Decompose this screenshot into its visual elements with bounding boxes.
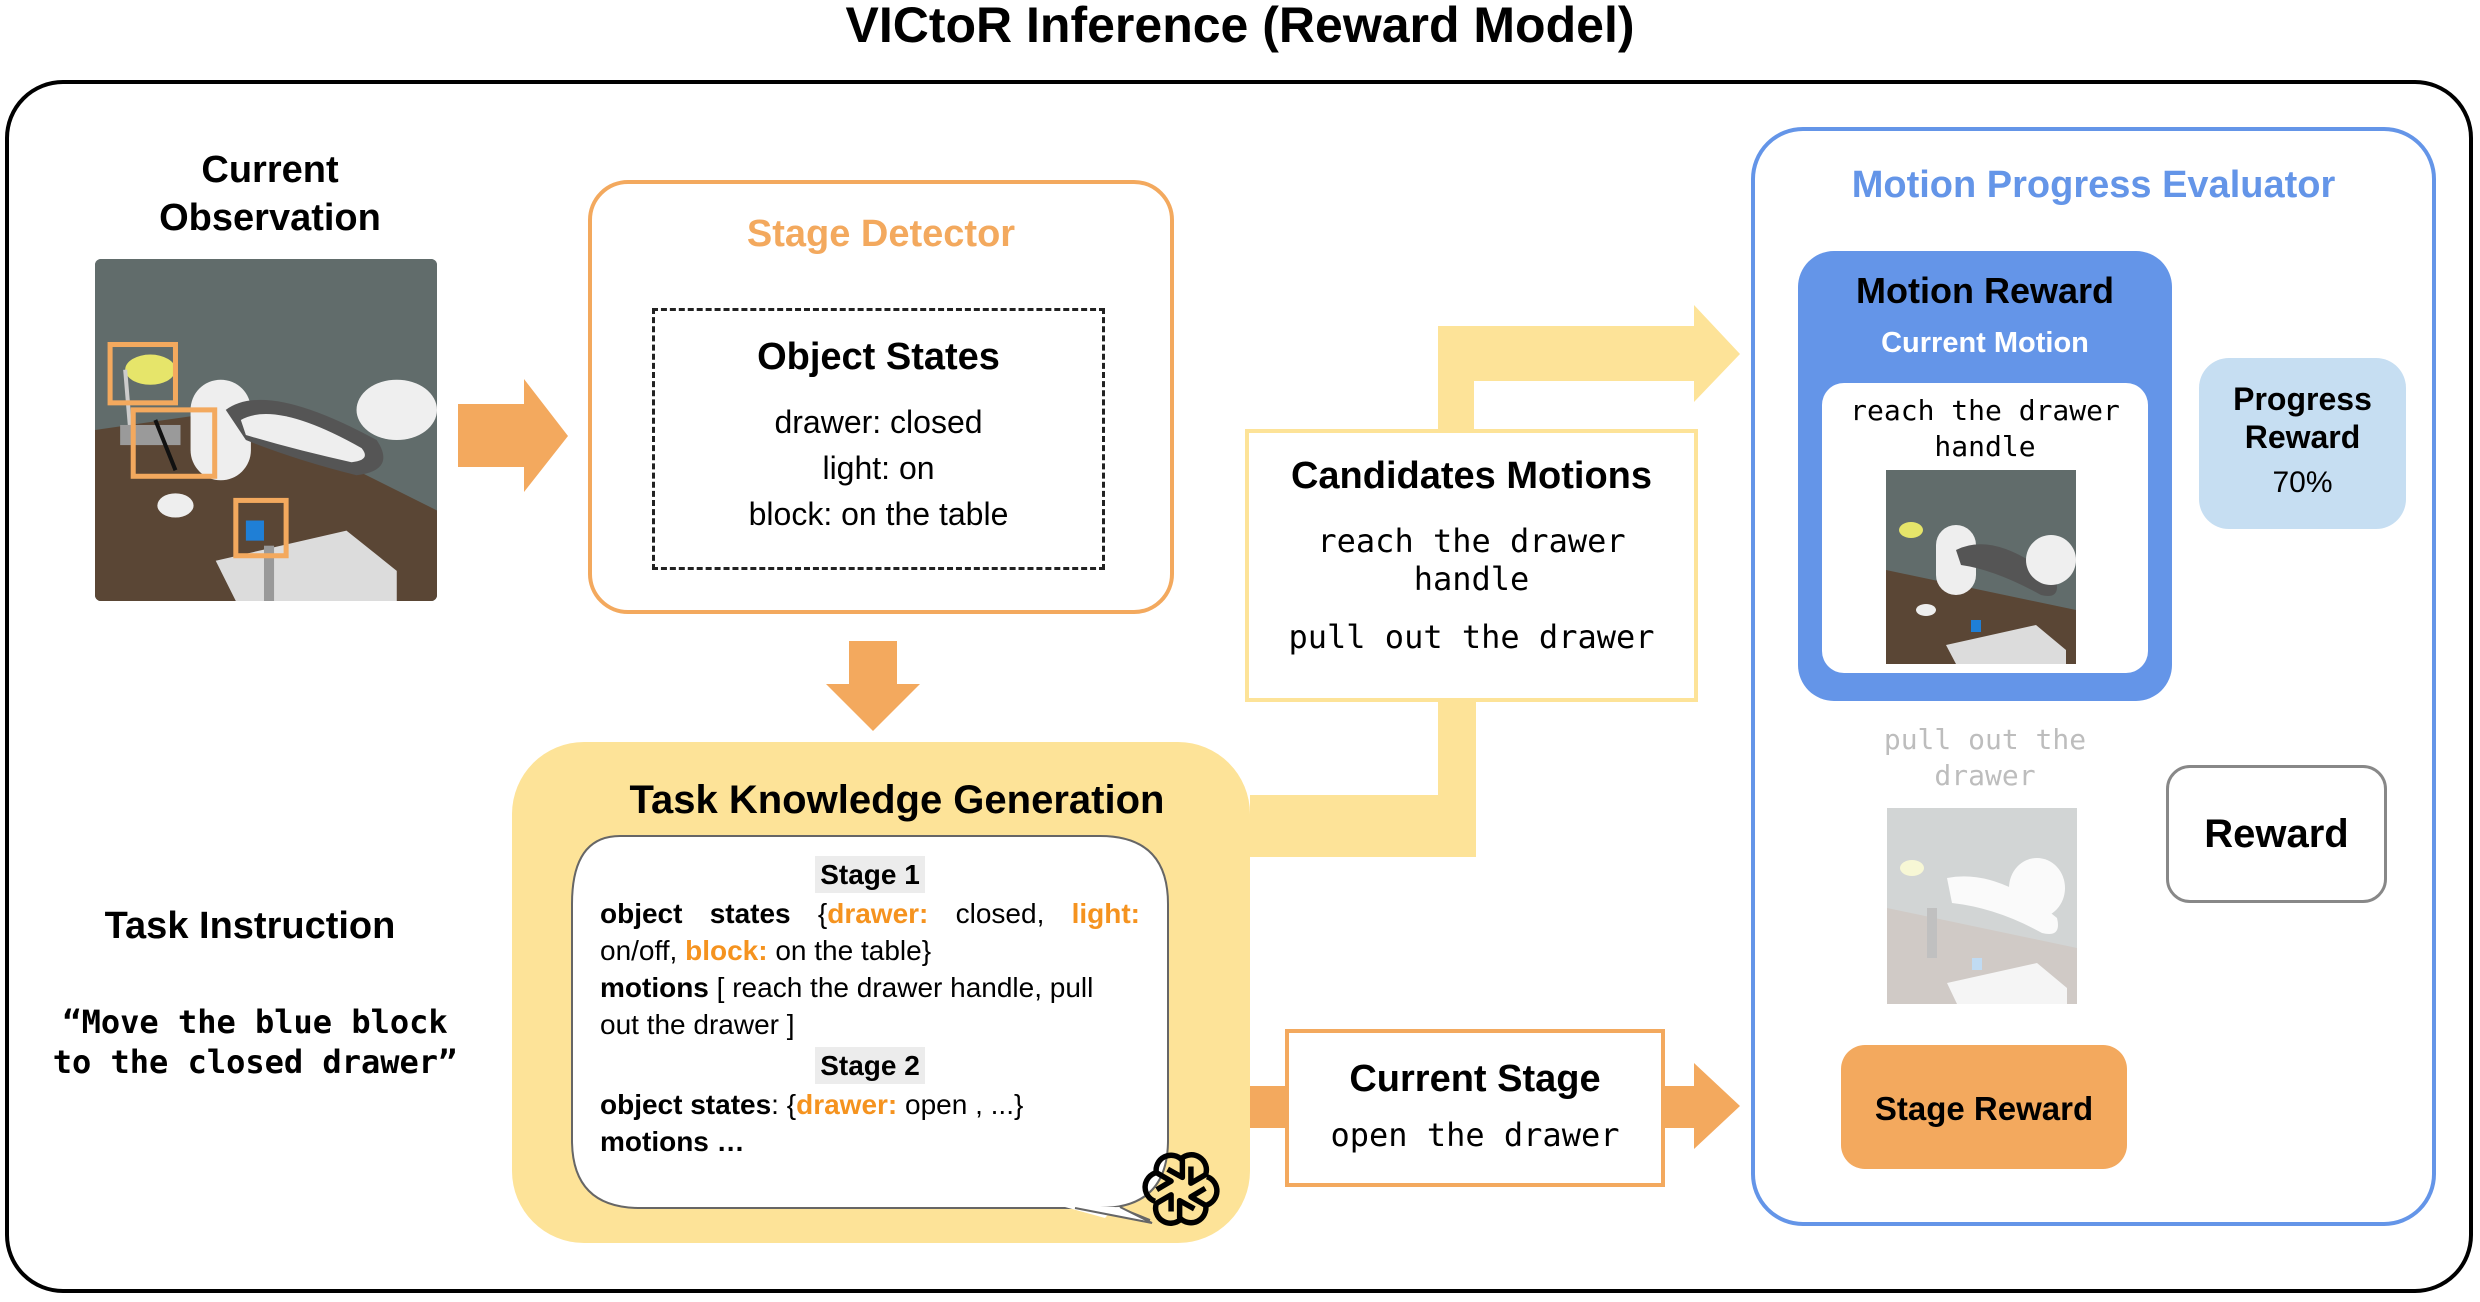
stage1-motions: motions [ reach the drawer handle, pull … bbox=[600, 969, 1140, 1043]
robot-scene-faded bbox=[1887, 808, 2077, 1004]
drawer-detection-box bbox=[130, 407, 218, 479]
current-stage-box bbox=[1285, 1029, 1665, 1187]
current-motion-text: reach the drawer handle bbox=[1822, 393, 2148, 465]
task-knowledge-title: Task Knowledge Generation bbox=[629, 778, 1165, 822]
motions-label: motions bbox=[600, 972, 709, 1003]
stage1-header: Stage 1 bbox=[815, 856, 925, 893]
current-motion-line2: handle bbox=[1934, 430, 2036, 463]
drawer-key: drawer: bbox=[796, 1089, 898, 1120]
stage2-header: Stage 2 bbox=[815, 1047, 925, 1084]
robot-scene-illustration bbox=[95, 259, 437, 601]
blue-block bbox=[245, 520, 264, 541]
task-instruction-text: “Move the blue block to the closed drawe… bbox=[20, 1002, 490, 1082]
knowledge-text: Stage 1 object states {drawer: closed, l… bbox=[600, 856, 1140, 1160]
progress-reward-title-line1: Progress bbox=[2233, 381, 2372, 417]
current-stage-title: Current Stage bbox=[1349, 1058, 1601, 1100]
drawer-key: drawer: bbox=[827, 898, 929, 929]
current-motion-image bbox=[1886, 470, 2076, 664]
block-detection-box bbox=[233, 497, 289, 559]
task-instruction-line1: “Move the blue block bbox=[62, 1003, 448, 1041]
current-motion-label: Current Motion bbox=[1881, 327, 2089, 359]
candidates-box bbox=[1245, 429, 1698, 702]
robot-scene-thumbnail bbox=[1886, 470, 2076, 664]
reward-label: Reward bbox=[2204, 812, 2349, 856]
inactive-motion-line2: drawer bbox=[1934, 759, 2036, 792]
object-states-label: object states bbox=[600, 1089, 772, 1120]
object-state-light: light: on bbox=[822, 450, 935, 486]
drawer-value: closed, bbox=[928, 898, 1072, 929]
candidate-motion-1-line1: reach the drawer bbox=[1317, 522, 1626, 560]
stage2-object-states: object states: {drawer: open , ...} bbox=[600, 1086, 1140, 1123]
object-states-title: Object States bbox=[757, 336, 1000, 378]
brace: { bbox=[790, 898, 828, 929]
stage-detector-box bbox=[588, 180, 1174, 614]
stage2-motions: motions … bbox=[600, 1123, 1140, 1160]
outer-frame bbox=[5, 80, 2473, 1293]
stage1-object-states: object states {drawer: closed, light: on… bbox=[600, 895, 1140, 969]
drawer-value: open , ...} bbox=[897, 1089, 1024, 1120]
stage-detector-title: Stage Detector bbox=[746, 213, 1016, 255]
object-states-label: object states bbox=[600, 898, 791, 929]
block-key: block: bbox=[685, 935, 768, 966]
motions-value: [ reach the drawer handle, pull out the … bbox=[600, 972, 1094, 1040]
observation-image bbox=[95, 259, 437, 601]
current-stage-value: open the drawer bbox=[1330, 1116, 1620, 1154]
inactive-motion-text: pull out the drawer bbox=[1798, 722, 2172, 794]
observation-label-line1: Current bbox=[201, 149, 339, 191]
evaluator-title: Motion Progress Evaluator bbox=[1851, 164, 2336, 206]
motions-label: motions … bbox=[600, 1126, 745, 1157]
object-state-block: block: on the table bbox=[748, 496, 1009, 532]
current-motion-line1: reach the drawer bbox=[1850, 394, 2120, 427]
lamp-detection-box bbox=[107, 341, 178, 406]
progress-reward-title: Progress Reward bbox=[2199, 380, 2406, 456]
task-instruction-label: Task Instruction bbox=[104, 905, 396, 947]
lamp-shade bbox=[125, 354, 176, 385]
candidate-motion-2: pull out the drawer bbox=[1288, 618, 1655, 656]
stage-reward-label: Stage Reward bbox=[1874, 1090, 2094, 1127]
candidate-motion-1-line2: handle bbox=[1413, 560, 1530, 598]
block-value: on the table} bbox=[767, 935, 932, 966]
candidates-title: Candidates Motions bbox=[1290, 455, 1653, 497]
observation-label: Current Observation bbox=[120, 146, 420, 242]
openai-logo-icon bbox=[1142, 1152, 1220, 1226]
light-key: light: bbox=[1071, 898, 1141, 929]
inactive-motion-line1: pull out the bbox=[1883, 723, 2087, 756]
object-state-drawer: drawer: closed bbox=[774, 404, 983, 440]
speech-bubble bbox=[571, 835, 1169, 1224]
light-value: on/off, bbox=[600, 935, 686, 966]
reward-box bbox=[2166, 765, 2387, 903]
progress-reward-title-line2: Reward bbox=[2244, 419, 2361, 455]
stage-reward-box bbox=[1841, 1045, 2127, 1169]
brace: : { bbox=[771, 1089, 797, 1120]
observation-label-line2: Observation bbox=[159, 197, 381, 239]
drawer bbox=[215, 530, 397, 601]
task-instruction-line2: to the closed drawer” bbox=[52, 1043, 458, 1081]
progress-reward-value: 70% bbox=[2272, 466, 2333, 499]
object-states-box bbox=[652, 308, 1105, 570]
figure-title: VICtoR Inference (Reward Model) bbox=[845, 0, 1635, 53]
progress-reward-box bbox=[2199, 358, 2406, 529]
motion-reward-title: Motion Reward bbox=[1856, 270, 2114, 311]
inactive-motion-image bbox=[1887, 808, 2077, 1004]
